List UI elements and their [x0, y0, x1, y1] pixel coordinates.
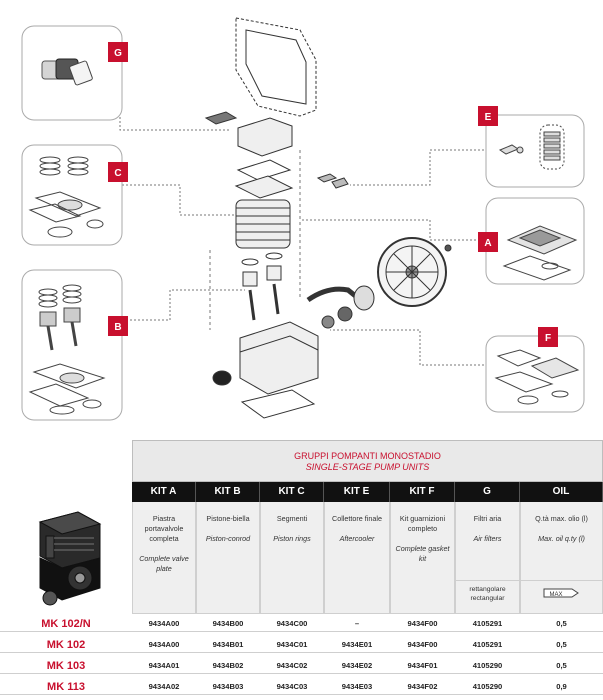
col-sub-oil: MAX — [520, 580, 603, 614]
cell-kit_a: 9434A00 — [148, 640, 180, 649]
col-sub-g: rettangolare rectangular — [455, 580, 520, 614]
col-header-kit_f: KIT F — [390, 482, 455, 502]
desc-it: Filtri aria — [473, 514, 502, 523]
desc-it: Kit guarnizioni completo — [399, 514, 446, 533]
cell-kit_c: 9434C00 — [276, 619, 308, 628]
desc-it: Piastra portavalvole completa — [144, 514, 184, 543]
svg-text:E: E — [485, 112, 492, 123]
cell-kit_b: 9434B03 — [212, 682, 244, 691]
kit-c-box[interactable]: C — [21, 144, 128, 246]
cell-kit_a: 9434A02 — [148, 682, 180, 691]
kit-e-badge — [478, 106, 498, 126]
col-header-g: G — [455, 482, 520, 502]
cell-oil: 0,9 — [556, 682, 567, 691]
cell-kit_c: 9434C02 — [276, 661, 308, 670]
model-name: MK 103 — [46, 660, 86, 672]
desc-it: Pistone-biella — [206, 514, 250, 523]
kit-a-box[interactable]: A — [478, 197, 585, 285]
col-header-kit_a: KIT A — [132, 482, 196, 502]
table-row: MK 103 9434A01 9434B02 9434C02 9434E02 9434F0… — [0, 658, 603, 674]
desc-en: Air filters — [473, 534, 502, 543]
desc-it: Q.tà max. olio (l) — [535, 514, 588, 523]
col-header-kit_c: KIT C — [260, 482, 324, 502]
cell-kit_f: 9434F00 — [407, 640, 438, 649]
cell-oil: 0,5 — [556, 619, 567, 628]
kit-g-badge — [108, 42, 128, 62]
cell-kit_e: 9434E02 — [341, 661, 373, 670]
cell-kit_f: 9434F01 — [407, 661, 438, 670]
cell-kit_a: 9434A01 — [148, 661, 180, 670]
table-row: MK 113 9434A02 9434B03 9434C03 9434E03 9434F0… — [0, 679, 603, 695]
leader-line-e — [350, 149, 488, 186]
svg-text:MAX: MAX — [549, 592, 562, 598]
desc-en: Complete gasket kit — [395, 544, 450, 563]
svg-text:G: G — [114, 48, 122, 59]
cell-kit_f: 9434F00 — [407, 619, 438, 628]
model-name: MK 102 — [46, 639, 86, 651]
cell-kit_c: 9434C03 — [276, 682, 308, 691]
desc-en: Max. oil q.ty (l) — [538, 534, 585, 543]
table-title-en: SINGLE-STAGE PUMP UNITS — [305, 462, 430, 472]
desc-it: Collettore finale — [332, 514, 382, 523]
cell-kit_b: 9434B02 — [212, 661, 244, 670]
cell-kit_e: 9434E01 — [341, 640, 373, 649]
exploded-pump-diagram: G C B — [21, 17, 585, 421]
cell-kit_b: 9434B00 — [212, 619, 244, 628]
table-title-it: GRUPPI POMPANTI MONOSTADIO — [294, 451, 441, 461]
kit-b-badge — [108, 316, 128, 336]
desc-it: Segmenti — [276, 514, 308, 523]
kit-b-box[interactable]: B — [21, 269, 128, 421]
kit-c-badge — [108, 162, 128, 182]
svg-text:F: F — [545, 333, 551, 344]
cell-kit_a: 9434A00 — [148, 619, 180, 628]
col-header-kit_b: KIT B — [196, 482, 260, 502]
kit-e-box[interactable]: E — [478, 106, 585, 188]
cell-g: 4105291 — [472, 640, 503, 649]
cell-g: 4105290 — [472, 661, 503, 670]
svg-text:A: A — [484, 238, 491, 249]
table-row: MK 102/N 9434A00 9434B00 9434C00 – 9434F00 410… — [0, 616, 603, 632]
desc-en: Piston rings — [273, 534, 311, 543]
col-header-kit_e: KIT E — [324, 482, 390, 502]
desc-en: Complete valve plate — [139, 554, 189, 573]
cell-kit_e: – — [354, 619, 360, 628]
leader-line-a — [300, 219, 488, 241]
svg-text:C: C — [114, 168, 121, 179]
pump-kit-table: GRUPPI POMPANTI MONOSTADIO SINGLE-STAGE … — [0, 440, 603, 700]
cell-kit_e: 9434E03 — [341, 682, 373, 691]
svg-text:B: B — [114, 322, 121, 333]
model-name: MK 113 — [47, 681, 85, 693]
model-name: MK 102/N — [41, 618, 91, 630]
pump-exploded-view — [204, 17, 452, 419]
col-header-oil: OIL — [520, 482, 603, 502]
cell-kit_f: 9434F02 — [407, 682, 438, 691]
leader-line-b — [110, 289, 245, 321]
table-title: GRUPPI POMPANTI MONOSTADIO SINGLE-STAGE … — [132, 440, 603, 482]
cell-kit_b: 9434B01 — [212, 640, 244, 649]
kit-f-badge — [538, 327, 558, 347]
cell-oil: 0,5 — [556, 640, 567, 649]
desc-en: Piston-conrod — [205, 534, 251, 543]
cell-g: 4105291 — [472, 619, 503, 628]
cell-g: 4105290 — [472, 682, 503, 691]
cell-oil: 0,5 — [556, 661, 567, 670]
kit-f-box[interactable]: F — [485, 327, 585, 413]
leader-line-f — [330, 329, 488, 366]
cell-kit_c: 9434C01 — [276, 640, 308, 649]
kit-a-badge — [478, 232, 498, 252]
kit-g-box[interactable]: G — [21, 25, 128, 121]
pump-photo — [0, 502, 132, 614]
table-row: MK 102 9434A00 9434B01 9434C01 9434E01 9434F0… — [0, 637, 603, 653]
desc-en: Aftercooler — [339, 534, 375, 543]
oil-max-icon: MAX — [543, 588, 579, 598]
leader-line-c — [110, 184, 240, 216]
